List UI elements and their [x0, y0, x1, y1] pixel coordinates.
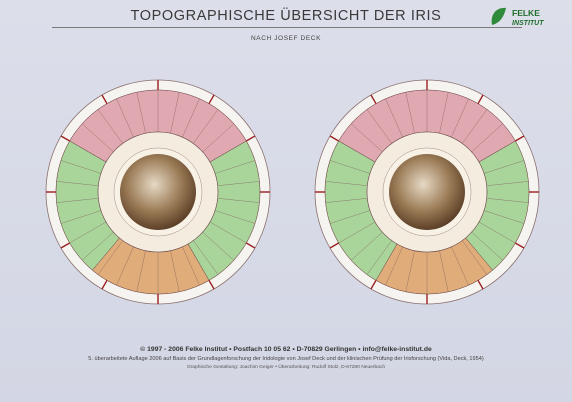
zone-divider: [116, 246, 134, 286]
zone-divider: [439, 250, 449, 292]
clock-tick: [208, 94, 215, 105]
logo-text-1: FELKE: [512, 8, 540, 18]
zone-divider: [366, 240, 392, 275]
zone-divider: [405, 250, 415, 292]
zone-divider: [451, 98, 469, 138]
zone-divider: [60, 160, 101, 174]
clock-tick: [60, 135, 71, 142]
clock-tick: [370, 94, 377, 105]
page-title: TOPOGRAPHISCHE ÜBERSICHT DER IRIS: [130, 8, 442, 24]
zone-divider: [462, 109, 488, 144]
zone-divider: [486, 181, 529, 186]
zone-divider: [136, 92, 146, 134]
logo-text-2: INSTITUT: [512, 20, 544, 27]
zone-divider: [385, 246, 403, 286]
zone-divider: [215, 210, 256, 224]
zone-divider: [471, 232, 503, 261]
zone-divider: [97, 240, 123, 275]
zone-divider: [170, 92, 180, 134]
clock-tick: [477, 279, 484, 290]
zone-divider: [60, 210, 101, 224]
logo-leaf-icon: [491, 7, 506, 25]
clock-tick: [477, 94, 484, 105]
zone-divider: [478, 140, 516, 163]
zone-divider: [351, 123, 383, 152]
left-iris-diagram: [314, 79, 540, 305]
zone-divider: [351, 232, 383, 261]
zone-divider: [325, 181, 368, 186]
page-subtitle: NACH JOSEF DECK: [250, 35, 322, 42]
clock-tick: [329, 135, 340, 142]
zone-divider: [82, 232, 114, 261]
clock-tick: [101, 279, 108, 290]
clock-tick: [101, 94, 108, 105]
zone-divider: [217, 198, 260, 203]
zone-divider: [69, 140, 107, 163]
zone-divider: [462, 240, 488, 275]
clock-tick: [60, 242, 71, 249]
zone-divider: [56, 181, 99, 186]
zone-divider: [182, 246, 200, 286]
right-iris-diagram: [45, 79, 271, 305]
zone-divider: [484, 160, 525, 174]
zone-divider: [193, 240, 219, 275]
zone-divider: [329, 210, 370, 224]
clock-tick: [245, 135, 256, 142]
zone-divider: [325, 198, 368, 203]
zone-divider: [202, 232, 234, 261]
title-rule: [52, 27, 522, 28]
zone-divider: [209, 140, 247, 163]
zone-divider: [478, 221, 516, 244]
clock-tick: [208, 279, 215, 290]
zone-divider: [338, 140, 376, 163]
zone-divider: [202, 123, 234, 152]
footer-copyright: © 1997 - 2006 Felke Institut • Postfach …: [140, 346, 432, 353]
zone-divider: [471, 123, 503, 152]
clock-tick: [245, 242, 256, 249]
clock-tick: [514, 242, 525, 249]
zone-divider: [136, 250, 146, 292]
zone-divider: [170, 250, 180, 292]
zone-divider: [56, 198, 99, 203]
zone-divider: [193, 109, 219, 144]
zone-divider: [385, 98, 403, 138]
zone-divider: [366, 109, 392, 144]
zone-divider: [486, 198, 529, 203]
zone-divider: [329, 160, 370, 174]
zone-divider: [338, 221, 376, 244]
zone-divider: [405, 92, 415, 134]
clock-tick: [370, 279, 377, 290]
clock-tick: [329, 242, 340, 249]
zone-divider: [69, 221, 107, 244]
zone-divider: [215, 160, 256, 174]
zone-divider: [439, 92, 449, 134]
zone-divider: [182, 98, 200, 138]
zone-divider: [451, 246, 469, 286]
zone-divider: [82, 123, 114, 152]
zone-divider: [116, 98, 134, 138]
footer-edition: 5. überarbeitete Auflage 2006 auf Basis …: [88, 356, 484, 362]
zone-divider: [209, 221, 247, 244]
zone-divider: [217, 181, 260, 186]
zone-divider: [484, 210, 525, 224]
pupil: [389, 154, 465, 230]
felke-logo: FELKE INSTITUT: [491, 7, 544, 27]
zone-divider: [97, 109, 123, 144]
footer: © 1997 - 2006 Felke Institut • Postfach …: [0, 346, 572, 370]
clock-tick: [514, 135, 525, 142]
pupil: [120, 154, 196, 230]
footer-credits: Graphische Gestaltung: Joachim Geiger • …: [186, 365, 386, 370]
